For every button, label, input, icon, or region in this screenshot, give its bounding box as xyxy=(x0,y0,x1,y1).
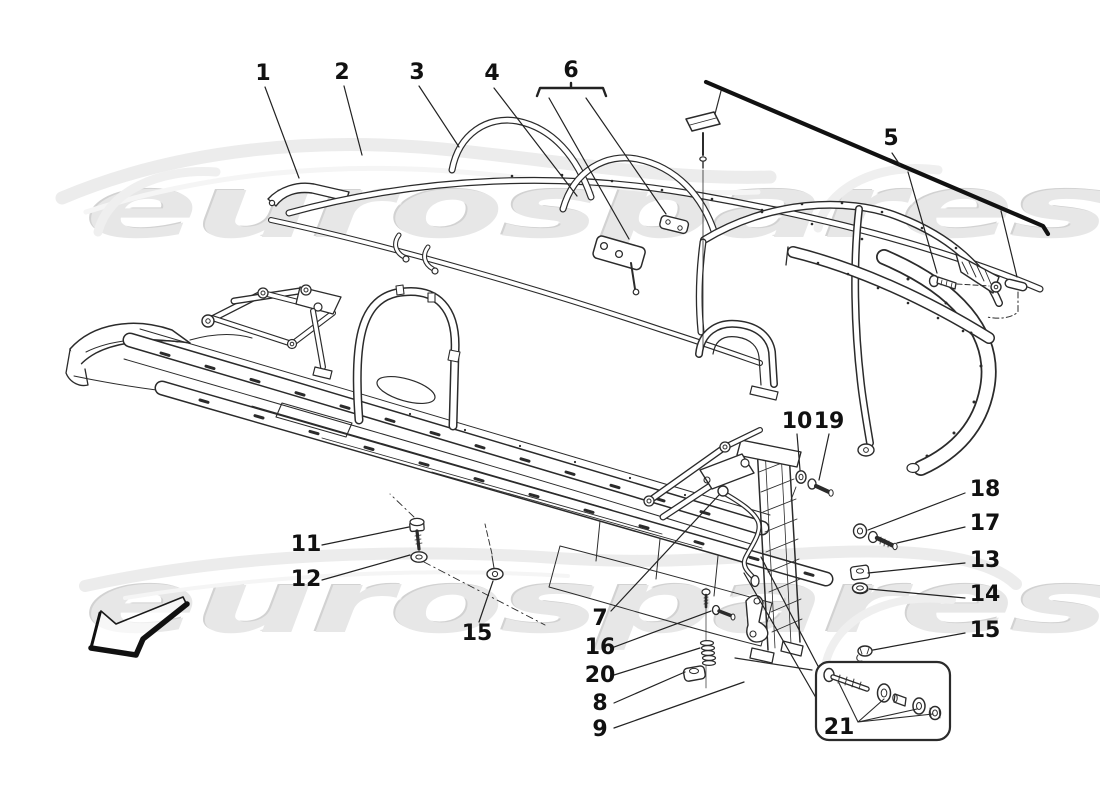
watermark-text-bottom: eurospares xyxy=(85,553,1100,653)
rivet-dots xyxy=(408,173,983,497)
fastener-parts xyxy=(389,470,898,689)
direction-arrow-icon xyxy=(88,596,190,658)
leader-lines xyxy=(264,81,1018,729)
detail-box-21 xyxy=(814,660,952,742)
roof-frame-drawing xyxy=(267,79,1051,497)
chassis-frame-drawing xyxy=(65,284,834,671)
